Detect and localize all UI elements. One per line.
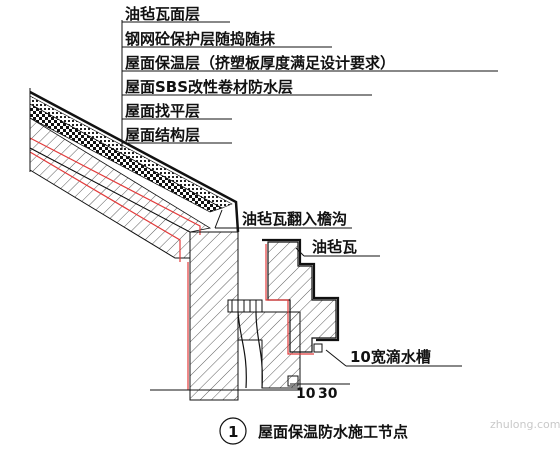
dim-marker-1 xyxy=(287,375,299,387)
label-protection-layer: 钢网砼保护层随捣随抹 xyxy=(125,30,276,48)
label-waterproof-layer: 屋面SBS改性卷材防水层 xyxy=(125,78,293,96)
drip-groove xyxy=(313,343,323,353)
membrane-line-lower xyxy=(29,151,181,262)
detail-number-circle xyxy=(219,417,247,445)
label-shingle-layer: 油毡瓦面层 xyxy=(125,5,200,23)
label-leveling-layer: 屋面找平层 xyxy=(125,102,200,120)
leader-lines xyxy=(121,20,498,385)
label-drip-groove: 10宽滴水槽 xyxy=(350,348,431,366)
label-shingle: 油毡瓦 xyxy=(312,238,357,256)
label-insulation-layer: 屋面保温层（挤塑板厚度满足设计要求） xyxy=(125,54,395,72)
label-structure-layer: 屋面结构层 xyxy=(125,126,200,144)
dimension-10: 10 xyxy=(296,386,316,402)
label-gutter-turn-in: 油毡瓦翻入檐沟 xyxy=(242,210,347,228)
shingle-surface-line xyxy=(29,90,240,233)
eave-wall xyxy=(150,231,300,401)
gutter xyxy=(227,299,301,389)
drain-pipe xyxy=(237,311,263,389)
membrane-gutter xyxy=(265,244,314,355)
gutter-shingle-line xyxy=(262,238,340,342)
roof-layers xyxy=(29,88,240,262)
wall-hatched xyxy=(189,231,239,401)
dimension-30: 30 xyxy=(318,386,338,402)
watermark: zhulong.com xyxy=(490,418,560,431)
gutter-edge-beam xyxy=(267,241,337,353)
detail-title: 屋面保温防水施工节点 xyxy=(258,423,408,441)
gutter-edge xyxy=(262,238,340,355)
drain-grate xyxy=(227,299,263,313)
detail-number: 1 xyxy=(228,423,238,441)
